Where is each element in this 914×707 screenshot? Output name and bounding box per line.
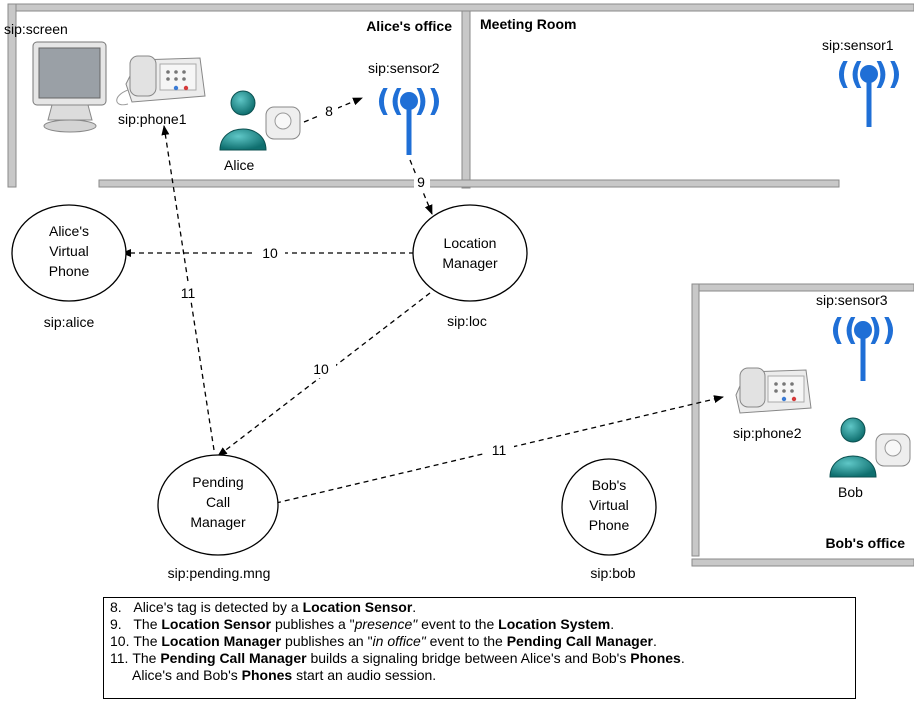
edge-10a: 10 xyxy=(121,244,414,262)
legend-text: publishes a " xyxy=(271,616,355,632)
alice-badge-tag-icon xyxy=(265,106,301,140)
node-alice-virtual-phone: Alice's Virtual Phone xyxy=(11,204,127,302)
svg-text:Phone: Phone xyxy=(589,517,630,533)
svg-text:8: 8 xyxy=(325,103,333,119)
legend-text: . xyxy=(680,650,685,666)
sensor1-label: sip:sensor1 xyxy=(822,37,894,53)
alice-person-icon xyxy=(219,90,267,151)
legend-text: Location Manager xyxy=(161,633,282,649)
room-label-bob-office: Bob's office xyxy=(825,535,905,551)
legend-text: The xyxy=(133,633,162,649)
svg-text:Manager: Manager xyxy=(442,255,498,271)
screen-label: sip:screen xyxy=(4,21,68,37)
node-pending-call-manager: Pending Call Manager xyxy=(157,454,279,556)
bob-person-icon xyxy=(829,417,877,478)
sensor2-label: sip:sensor2 xyxy=(368,60,440,76)
legend-text: start an audio session. xyxy=(292,667,437,683)
svg-text:Manager: Manager xyxy=(190,514,246,530)
svg-text:Bob's: Bob's xyxy=(592,477,627,493)
legend-text: Location Sensor xyxy=(161,616,272,632)
legend-text: event to the xyxy=(417,616,499,632)
node-location-manager: Location Manager xyxy=(412,204,528,302)
legend-text: . xyxy=(412,599,417,615)
svg-text:9: 9 xyxy=(417,174,425,190)
legend-text: Alice's and Bob's xyxy=(132,667,242,683)
pending-uri: sip:pending.mng xyxy=(168,565,271,581)
legend-text: Pending Call Manager xyxy=(160,650,307,666)
svg-text:10: 10 xyxy=(262,245,278,261)
desk-phone-1-icon xyxy=(116,55,206,106)
legend-number: 8. xyxy=(110,599,134,615)
svg-text:Pending: Pending xyxy=(192,474,243,490)
legend-text: Phones xyxy=(630,650,681,666)
legend-text: The xyxy=(133,616,162,632)
walls xyxy=(7,3,914,567)
svg-text:10: 10 xyxy=(313,361,329,377)
legend-line: 10. The Location Manager publishes an "i… xyxy=(110,633,849,650)
alice-uri: sip:alice xyxy=(44,314,95,330)
phone1-label: sip:phone1 xyxy=(118,111,187,127)
legend-text: . xyxy=(610,616,615,632)
legend-line: Alice's and Bob's Phones start an audio … xyxy=(110,667,849,684)
edge-11a: 11 xyxy=(161,125,215,451)
legend-number: 9. xyxy=(110,616,134,632)
legend-text: publishes an " xyxy=(281,633,373,649)
svg-text:Virtual: Virtual xyxy=(589,497,628,513)
phone2-label: sip:phone2 xyxy=(733,425,802,441)
edge-9: 9 xyxy=(409,159,433,215)
sensor3-icon: (( )) xyxy=(830,313,896,381)
legend-box: 8. Alice's tag is detected by a Location… xyxy=(103,597,856,699)
legend-text: Alice's tag is detected by a xyxy=(133,599,303,615)
legend-text: Pending Call Manager xyxy=(506,633,653,649)
legend-line: 11. The Pending Call Manager builds a si… xyxy=(110,650,849,667)
legend-text: Location Sensor xyxy=(302,599,413,615)
bob-label: Bob xyxy=(838,484,863,500)
svg-text:Location: Location xyxy=(444,235,497,251)
room-label-meeting-room: Meeting Room xyxy=(480,16,576,32)
edge-8: 8 xyxy=(303,97,363,123)
legend-text: Phones xyxy=(241,667,293,683)
legend-line: 9. The Location Sensor publishes a "pres… xyxy=(110,616,849,633)
legend-line: 8. Alice's tag is detected by a Location… xyxy=(110,599,849,616)
monitor-icon xyxy=(32,41,107,133)
legend-text: in office" xyxy=(372,633,426,649)
svg-text:Phone: Phone xyxy=(49,263,90,279)
sensor2-icon: (( )) xyxy=(376,84,442,155)
svg-text:Virtual: Virtual xyxy=(49,243,88,259)
desk-phone-2-icon xyxy=(735,367,812,414)
legend-text: Location System xyxy=(498,616,611,632)
legend-text: presence" xyxy=(354,616,418,632)
legend-text: The xyxy=(132,650,161,666)
alice-label: Alice xyxy=(224,157,255,173)
room-label-alice-office: Alice's office xyxy=(366,18,452,34)
svg-text:Alice's: Alice's xyxy=(49,223,89,239)
bob-badge-tag-icon xyxy=(875,433,911,467)
bob-uri: sip:bob xyxy=(590,565,635,581)
svg-text:11: 11 xyxy=(492,442,507,458)
legend-text: . xyxy=(652,633,657,649)
sensor3-label: sip:sensor3 xyxy=(816,292,888,308)
svg-text:Call: Call xyxy=(206,494,230,510)
loc-uri: sip:loc xyxy=(447,313,487,329)
legend-number: 10. xyxy=(110,633,134,649)
legend-text: builds a signaling bridge between Alice'… xyxy=(306,650,631,666)
sensor1-icon: (( )) xyxy=(836,57,902,127)
node-bob-virtual-phone: Bob's Virtual Phone xyxy=(561,458,657,556)
legend-number: 11. xyxy=(110,650,133,666)
edge-11b: 11 xyxy=(275,395,724,504)
legend-text: event to the xyxy=(425,633,507,649)
svg-text:11: 11 xyxy=(181,285,196,301)
edge-10b: 10 xyxy=(217,292,431,457)
